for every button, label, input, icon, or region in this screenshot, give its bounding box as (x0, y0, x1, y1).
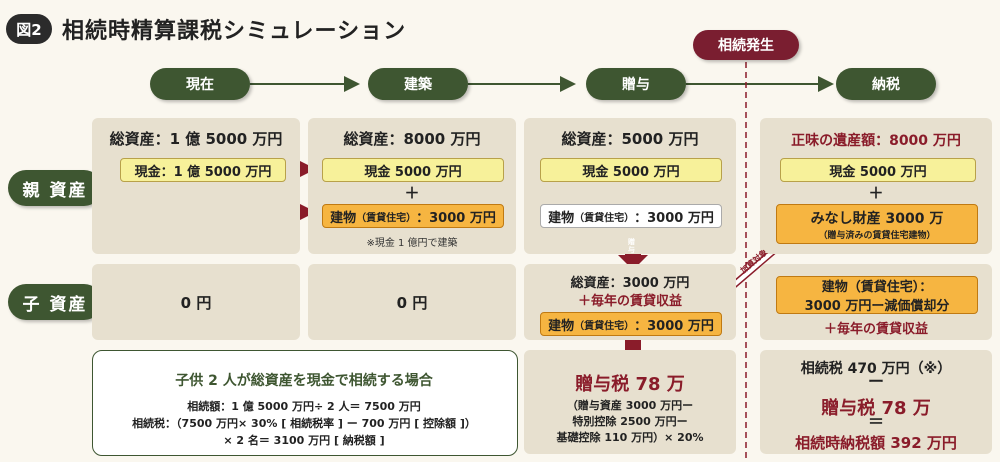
scenario-box (92, 350, 518, 456)
build-building-value: ：3000 万円 (416, 210, 496, 226)
row-label-child: 子 資産 (8, 284, 102, 320)
build-plus: ＋ (404, 184, 420, 202)
scenario-line2: 相続税：（7500 万円× 30% [ 相続税率 ] ー 700 万円 [ 控除… (132, 417, 476, 430)
now-cash-box: 現金：1 億 5000 万円 (120, 158, 286, 182)
event-inheritance: 相続発生 (693, 30, 799, 60)
figure-title: 相続時精算課税シミュレーション (62, 19, 407, 44)
gift-child-building-main: 建物 (548, 318, 575, 334)
stage-tax: 納税 (836, 68, 936, 100)
scenario-line3: × 2 名＝ 3100 万円 [ 納税額 ] (223, 434, 385, 447)
stage-now: 現在 (150, 68, 250, 100)
gift-tax-title: 贈与税 78 万 (575, 374, 685, 395)
tax-equals: ＝ (867, 412, 884, 431)
cell-build-parent (308, 118, 516, 254)
stage-gift: 贈与 (586, 68, 686, 100)
tax-minus: ー (867, 372, 884, 391)
gift-building-value: ：3000 万円 (634, 210, 714, 226)
gift-tax-calc: （贈与資産 3000 万円ー 特別控除 2500 万円ー 基礎控除 110 万円… (524, 398, 736, 446)
scenario-line1: 相続額：1 億 5000 万円÷ 2 人＝ 7500 万円 (187, 400, 421, 413)
tax-deemed-box: みなし財産 3000 万 （贈与済みの賃貸住宅建物） (776, 204, 978, 244)
now-parent-total: 総資産：1 億 5000 万円 (109, 130, 283, 148)
gift-tax-line1: （贈与資産 3000 万円ー (566, 399, 694, 412)
build-cash-box: 現金 5000 万円 (322, 158, 504, 182)
gift-cash-box: 現金 5000 万円 (540, 158, 722, 182)
tax-cash-box: 現金 5000 万円 (780, 158, 976, 182)
gift-building-main: 建物 (548, 210, 575, 226)
gift-tax-line3: 基礎控除 110 万円）× 20% (556, 431, 704, 444)
cell-gift-parent (524, 118, 736, 254)
cell-now-child (92, 264, 300, 340)
gift-building-box: 建物（賃貸住宅）：3000 万円 (540, 204, 722, 228)
build-note: ※現金 1 億円で建築 (366, 238, 458, 249)
tax-gift-tax: 贈与税 78 万 (821, 398, 931, 419)
tax-deemed-sub: （贈与済みの賃貸住宅建物） (818, 230, 936, 241)
tax-inherit-tax: 相続税 470 万円（※） (800, 361, 952, 377)
build-parent-total: 総資産：8000 万円 (343, 130, 481, 148)
scenario-title: 子供 2 人が総資産を現金で相続する場合 (175, 373, 433, 389)
gift-arrow-label: 贈与 (628, 238, 635, 254)
scenario-body: 相続額：1 億 5000 万円÷ 2 人＝ 7500 万円 相続税：（7500 … (92, 398, 516, 449)
gift-child-income: ＋毎年の賃貸収益 (577, 294, 682, 309)
build-building-main: 建物 (330, 210, 357, 226)
cell-build-child (308, 264, 516, 340)
gift-tax-line2: 特別控除 2500 万円ー (572, 415, 688, 428)
gift-child-total: 総資産：3000 万円 (570, 276, 690, 291)
tax-child-building-box: 建物（賃貸住宅）： 3000 万円ー減価償却分 (776, 276, 978, 314)
tax-child-building-line1: 建物（賃貸住宅）： (821, 280, 933, 295)
build-child-value: 0 円 (396, 294, 428, 312)
cell-now-parent (92, 118, 300, 254)
cell-gift-tax (524, 350, 736, 454)
gift-child-building-sub: （賃貸住宅） (574, 320, 635, 332)
row-label-parent: 親 資産 (8, 170, 102, 206)
build-building-sub: （賃貸住宅） (356, 212, 417, 224)
cell-tax-total (760, 350, 992, 454)
gift-parent-total: 総資産：5000 万円 (561, 130, 699, 148)
stage-build: 建築 (368, 68, 468, 100)
figure-badge: 図2 (6, 14, 52, 44)
build-building-box: 建物（賃貸住宅）：3000 万円 (322, 204, 504, 228)
tax-child-income: ＋毎年の賃貸収益 (823, 322, 928, 337)
now-child-value: 0 円 (180, 294, 212, 312)
tax-deemed-title: みなし財産 3000 万 (810, 210, 944, 227)
gift-child-building-value: ：3000 万円 (634, 318, 714, 334)
tax-plus: ＋ (868, 184, 884, 202)
gift-child-building-box: 建物（賃貸住宅）：3000 万円 (540, 312, 722, 336)
gift-building-sub: （賃貸住宅） (574, 212, 635, 224)
tax-total: 相続時納税額 392 万円 (795, 434, 957, 452)
tax-net-estate: 正味の遺産額：8000 万円 (791, 133, 961, 149)
tax-child-building-line2: 3000 万円ー減価償却分 (804, 299, 950, 314)
